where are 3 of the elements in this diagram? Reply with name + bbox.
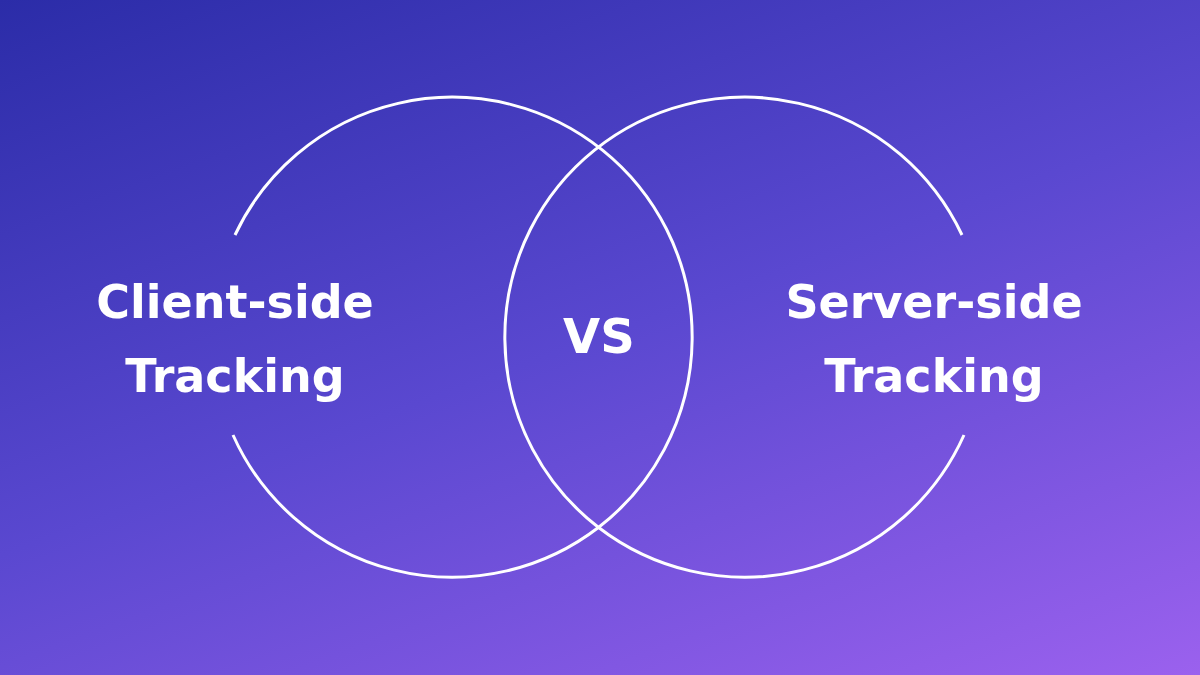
set-label: Client-side Tracking xyxy=(95,274,375,405)
versus-label: VS xyxy=(563,308,635,364)
set-label: Server-side Tracking xyxy=(784,274,1084,405)
